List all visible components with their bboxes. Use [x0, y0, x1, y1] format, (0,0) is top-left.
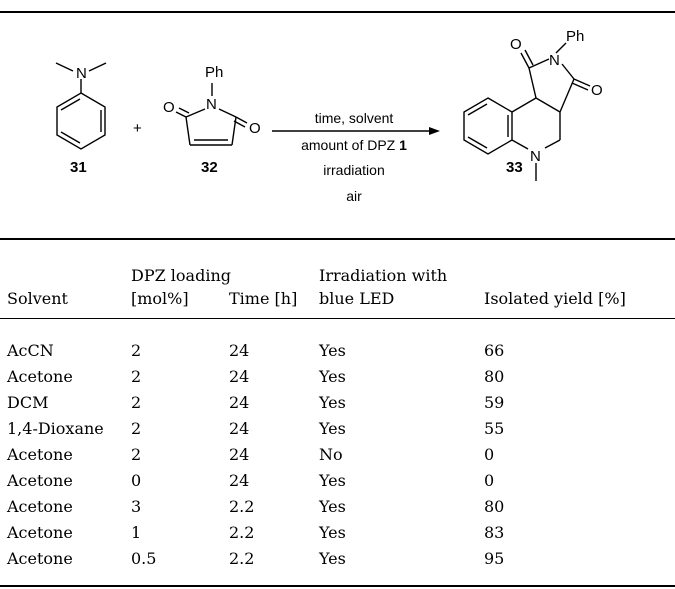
cell-yield: 66 [484, 341, 505, 360]
header-time: Time [h] [229, 289, 298, 308]
condition-line-4: air [346, 188, 362, 204]
cell-solvent: Acetone [7, 367, 73, 386]
cell-yield: 55 [484, 419, 505, 438]
compound-33-structure [463, 42, 591, 181]
header-yield: Isolated yield [%] [484, 289, 626, 308]
cell-loading: 2 [131, 341, 142, 360]
table-row: Acetone 2 24 Yes 80 [0, 364, 675, 390]
reaction-scheme: N 31 + Ph N O O 32 time, solvent amount … [0, 13, 675, 235]
cell-yield: 0 [484, 445, 495, 464]
cell-solvent: 1,4-Dioxane [7, 419, 104, 438]
table-row: Acetone 0.5 2.2 Yes 95 [0, 546, 675, 572]
atom-n-32: N [206, 96, 217, 113]
cell-solvent: Acetone [7, 445, 73, 464]
cell-yield: 0 [484, 471, 495, 490]
cell-irradiation: Yes [319, 393, 346, 412]
cell-yield: 95 [484, 549, 505, 568]
cell-loading: 2 [131, 367, 142, 386]
cell-time: 24 [229, 471, 250, 490]
cell-irradiation: Yes [319, 471, 346, 490]
atom-n-33-amine: N [530, 148, 541, 165]
atom-o-33-right: O [591, 82, 603, 99]
table-row: Acetone 1 2.2 Yes 83 [0, 520, 675, 546]
cell-solvent: Acetone [7, 471, 73, 490]
atom-o-32-right: O [249, 120, 261, 137]
cell-solvent: DCM [7, 393, 49, 412]
ph-33: Ph [566, 28, 584, 45]
cell-irradiation: Yes [319, 419, 346, 438]
header-rule [0, 318, 675, 319]
header-irradiation: Irradiation with blue LED [319, 266, 448, 308]
cell-irradiation: Yes [319, 341, 346, 360]
compound-31-structure [55, 62, 107, 150]
cell-irradiation: Yes [319, 367, 346, 386]
atom-o-33-top: O [510, 36, 522, 53]
cell-loading: 1 [131, 523, 142, 542]
table-row: 1,4-Dioxane 2 24 Yes 55 [0, 416, 675, 442]
compound-32-label: 32 [201, 159, 218, 176]
cell-time: 2.2 [229, 497, 255, 516]
scheme-table-divider [0, 238, 675, 240]
cell-loading: 0.5 [131, 549, 157, 568]
bottom-rule [0, 585, 675, 587]
compound-33-label: 33 [506, 159, 523, 176]
table-row: Acetone 0 24 Yes 0 [0, 468, 675, 494]
cell-loading: 0 [131, 471, 142, 490]
table-row: AcCN 2 24 Yes 66 [0, 338, 675, 364]
cell-solvent: AcCN [7, 341, 54, 360]
cell-time: 24 [229, 419, 250, 438]
plus-sign: + [133, 120, 142, 137]
cell-solvent: Acetone [7, 549, 73, 568]
cell-yield: 80 [484, 497, 505, 516]
atom-n-31: N [76, 65, 87, 82]
cell-time: 2.2 [229, 523, 255, 542]
cell-time: 24 [229, 367, 250, 386]
cell-loading: 3 [131, 497, 142, 516]
atom-n-33-imide: N [549, 52, 560, 69]
cell-yield: 59 [484, 393, 505, 412]
table-header: Solvent DPZ loading [mol%] Time [h] Irra… [0, 258, 675, 310]
cell-irradiation: Yes [319, 497, 346, 516]
cell-irradiation: Yes [319, 523, 346, 542]
compound-31-label: 31 [70, 159, 87, 176]
cell-irradiation: Yes [319, 549, 346, 568]
cell-yield: 83 [484, 523, 505, 542]
cell-loading: 2 [131, 393, 142, 412]
table-body: AcCN 2 24 Yes 66 Acetone 2 24 Yes 80 DCM… [0, 338, 675, 572]
cell-irradiation: No [319, 445, 343, 464]
top-rule [0, 11, 675, 13]
condition-line-3: irradiation [323, 162, 384, 178]
cell-time: 24 [229, 341, 250, 360]
cell-loading: 2 [131, 419, 142, 438]
table-row: DCM 2 24 Yes 59 [0, 390, 675, 416]
compound-32-structure [175, 83, 248, 146]
cell-solvent: Acetone [7, 523, 73, 542]
cell-loading: 2 [131, 445, 142, 464]
cell-time: 24 [229, 445, 250, 464]
cell-yield: 80 [484, 367, 505, 386]
cell-time: 2.2 [229, 549, 255, 568]
arrow-head-icon [429, 127, 440, 135]
condition-line-1: time, solvent [315, 110, 394, 126]
cell-time: 24 [229, 393, 250, 412]
header-loading: DPZ loading [mol%] [131, 266, 231, 308]
cell-solvent: Acetone [7, 497, 73, 516]
table-row: Acetone 3 2.2 Yes 80 [0, 494, 675, 520]
header-solvent: Solvent [7, 289, 68, 308]
atom-o-32-left: O [163, 99, 175, 116]
ph-32: Ph [205, 64, 223, 81]
condition-line-2: amount of DPZ 1 [301, 137, 407, 153]
table-row: Acetone 2 24 No 0 [0, 442, 675, 468]
